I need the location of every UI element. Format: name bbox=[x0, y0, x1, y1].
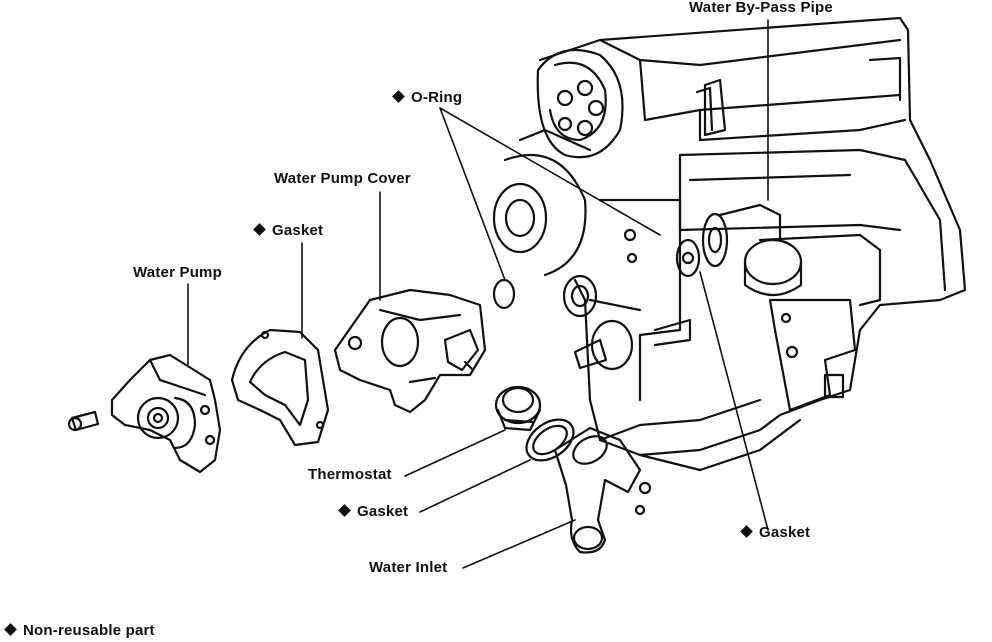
o-ring-part bbox=[492, 278, 516, 310]
block-fitting-upper bbox=[564, 276, 596, 316]
diamond-icon bbox=[338, 504, 351, 517]
thermostat-part bbox=[496, 387, 540, 430]
label-o-ring: O-Ring bbox=[392, 89, 463, 106]
label-gasket-lower-text: Gasket bbox=[357, 503, 409, 520]
label-thermostat: Thermostat bbox=[308, 466, 392, 483]
camshaft-pulley bbox=[538, 50, 623, 157]
water-pump-part bbox=[69, 355, 220, 472]
block-fitting-lower bbox=[575, 321, 632, 369]
water-pump-cover-part bbox=[335, 290, 485, 412]
water-inlet-part bbox=[555, 428, 650, 553]
label-o-ring-text: O-Ring bbox=[411, 89, 463, 106]
label-water-pump-cover: Water Pump Cover bbox=[274, 170, 411, 187]
legend: Non-reusable part bbox=[4, 622, 155, 639]
engine-block bbox=[540, 18, 965, 470]
diamond-icon bbox=[253, 223, 266, 236]
diamond-icon bbox=[4, 623, 17, 636]
label-gasket-top: Gasket bbox=[253, 222, 324, 239]
label-water-pump: Water Pump bbox=[133, 264, 222, 281]
label-gasket-top-text: Gasket bbox=[272, 222, 324, 239]
label-water-bypass-pipe: Water By-Pass Pipe bbox=[689, 0, 833, 16]
diamond-icon bbox=[392, 90, 405, 103]
bypass-outlet bbox=[745, 240, 801, 295]
bypass-flange bbox=[703, 205, 780, 266]
label-gasket-lower: Gasket bbox=[338, 503, 409, 520]
label-water-inlet: Water Inlet bbox=[369, 559, 448, 576]
front-pulley bbox=[494, 130, 590, 275]
label-gasket-right-text: Gasket bbox=[759, 524, 811, 541]
label-gasket-right: Gasket bbox=[740, 524, 811, 541]
legend-text: Non-reusable part bbox=[23, 622, 155, 639]
gasket-pump-part bbox=[232, 330, 328, 445]
gasket-right-part bbox=[677, 240, 699, 276]
leader-lines bbox=[187, 19, 769, 569]
diamond-icon bbox=[740, 525, 753, 538]
